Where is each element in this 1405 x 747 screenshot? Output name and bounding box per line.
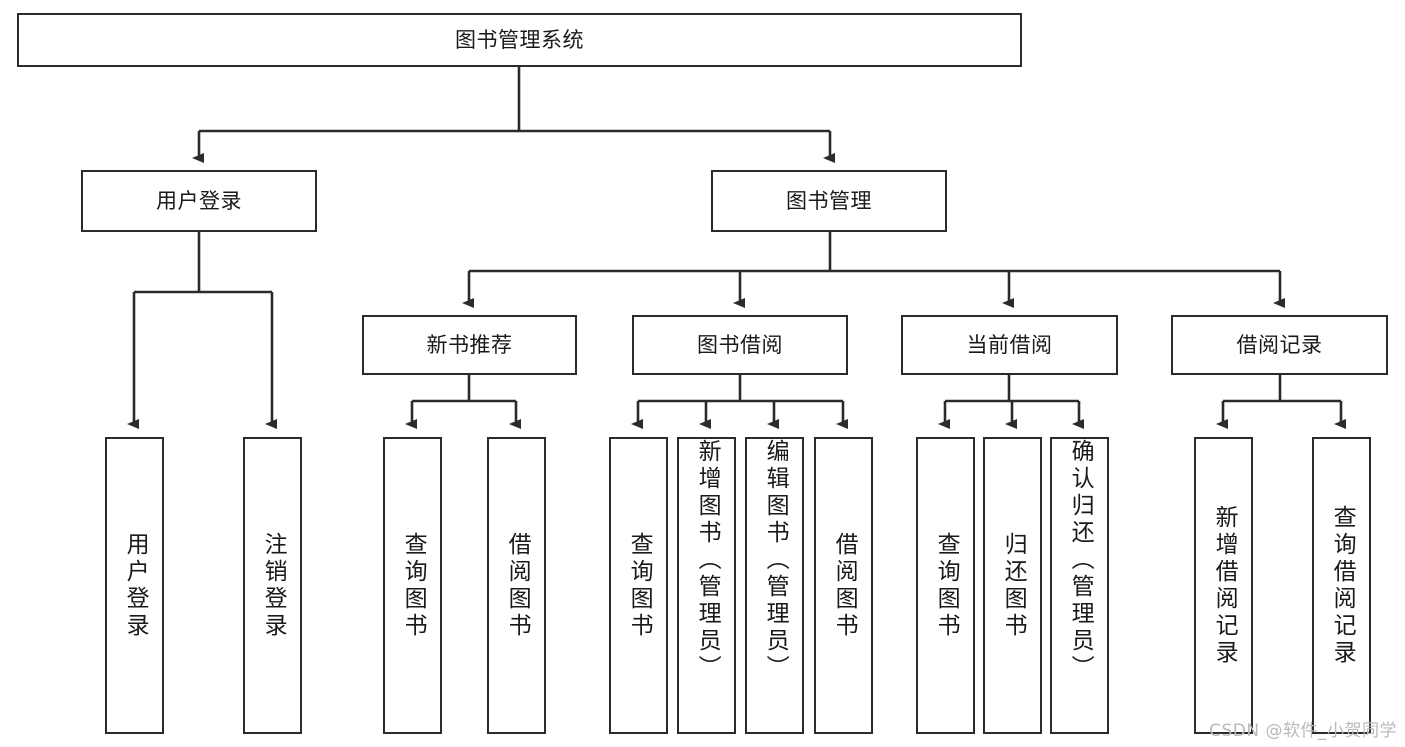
leaf-borrow-book-2[interactable]: 借阅图书 <box>814 437 873 734</box>
node-book-manage[interactable]: 图书管理 <box>711 170 947 232</box>
leaf-borrow-book-1[interactable]: 借阅图书 <box>487 437 546 734</box>
leaf-query-record[interactable]: 查询借阅记录 <box>1312 437 1371 734</box>
node-current-borrow-label: 当前借阅 <box>966 332 1053 357</box>
leaf-confirm-return-label: 确认归还（管理员） <box>1067 439 1094 682</box>
leaf-add-book[interactable]: 新增图书（管理员） <box>677 437 736 734</box>
node-borrow-record[interactable]: 借阅记录 <box>1171 315 1388 375</box>
leaf-query-book-1[interactable]: 查询图书 <box>383 437 442 734</box>
leaf-return-book-label: 归还图书 <box>1000 531 1027 640</box>
leaf-query-book-2-label: 查询图书 <box>626 531 653 640</box>
leaf-logout-label: 注销登录 <box>260 531 287 640</box>
node-borrow-label: 图书借阅 <box>697 332 783 357</box>
leaf-add-record-label: 新增借阅记录 <box>1211 504 1238 667</box>
leaf-query-book-2[interactable]: 查询图书 <box>609 437 668 734</box>
node-book-manage-label: 图书管理 <box>786 188 872 213</box>
node-root[interactable]: 图书管理系统 <box>17 13 1022 67</box>
leaf-query-book-3-label: 查询图书 <box>933 531 960 640</box>
node-current-borrow[interactable]: 当前借阅 <box>901 315 1118 375</box>
leaf-query-record-label: 查询借阅记录 <box>1329 504 1356 667</box>
leaf-user-login-label: 用户登录 <box>122 531 149 640</box>
node-new-book[interactable]: 新书推荐 <box>362 315 577 375</box>
node-user-login-label: 用户登录 <box>156 188 242 213</box>
leaf-add-book-label: 新增图书（管理员） <box>694 439 721 682</box>
leaf-borrow-book-2-label: 借阅图书 <box>831 531 858 640</box>
node-root-label: 图书管理系统 <box>455 27 584 52</box>
leaf-confirm-return[interactable]: 确认归还（管理员） <box>1050 437 1109 734</box>
leaf-query-book-1-label: 查询图书 <box>400 531 427 640</box>
leaf-edit-book-label: 编辑图书（管理员） <box>762 439 789 682</box>
node-new-book-label: 新书推荐 <box>426 332 513 357</box>
node-user-login[interactable]: 用户登录 <box>81 170 317 232</box>
leaf-user-login[interactable]: 用户登录 <box>105 437 164 734</box>
leaf-borrow-book-1-label: 借阅图书 <box>504 531 531 640</box>
node-borrow-record-label: 借阅记录 <box>1236 332 1323 357</box>
leaf-edit-book[interactable]: 编辑图书（管理员） <box>745 437 804 734</box>
leaf-return-book[interactable]: 归还图书 <box>983 437 1042 734</box>
leaf-logout[interactable]: 注销登录 <box>243 437 302 734</box>
leaf-query-book-3[interactable]: 查询图书 <box>916 437 975 734</box>
node-borrow[interactable]: 图书借阅 <box>632 315 848 375</box>
leaf-add-record[interactable]: 新增借阅记录 <box>1194 437 1253 734</box>
